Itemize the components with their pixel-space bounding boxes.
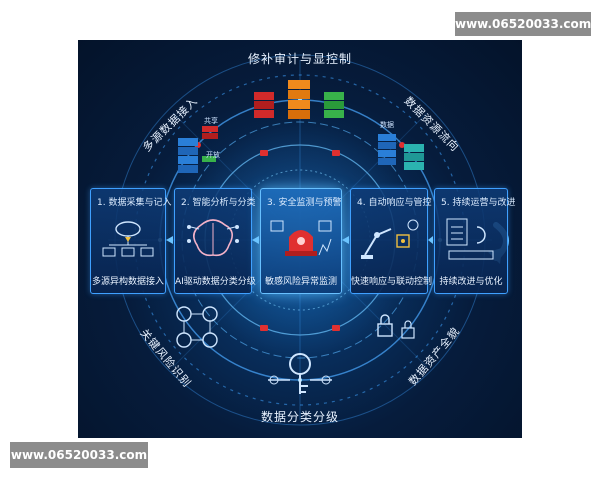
cloud-network-icon [102,221,154,257]
watermark-bottom: www.06520033.com [10,442,148,468]
step-5-continuous-operation[interactable]: 5. 持续运营与改进 持续改进与优化 [434,188,516,294]
step-2-caption: AI驱动数据分类分级 [175,277,256,287]
step-4-caption: 快速响应与联动控制 [351,277,433,287]
cube-blue-icon [178,138,198,173]
step-1-title: 1. 数据采集与记入 [97,198,172,208]
key-classification-icon [268,353,332,394]
step-2-title: 2. 智能分析与分类 [181,198,256,208]
brain-ai-icon [187,219,239,257]
step-4-title: 4. 自动响应与管控 [357,198,432,208]
diagram-title-bottom: 数据分类分级 [260,410,339,424]
report-refresh-icon [446,218,494,260]
step-1-caption: 多源异构数据接入 [91,277,164,287]
cube-label-share: 共享 [204,117,218,125]
diagram-panel: 修补审计与显控制 共享 开放 数据 多源数据接入 数据资源流向 关键风险识别 数… [78,40,522,438]
cube-label-data: 数据 [380,121,394,129]
robot-arm-icon [361,219,419,259]
cube-stacks-right [378,134,424,170]
watermark-top: www.06520033.com [455,12,591,36]
cube-stacks-top [254,80,344,119]
step-4-auto-response[interactable]: 4. 自动响应与管控 快速响应与联动控制 [350,188,433,294]
step-5-caption: 持续改进与优化 [439,277,503,287]
cube-orange-icon [288,80,310,119]
cube-teal-icon [404,144,424,170]
step-1-data-collection[interactable]: 1. 数据采集与记入 多源异构数据接入 [90,188,172,294]
step-3-title: 3. 安全监测与预警 [267,198,342,208]
cube-stacks-left [178,126,218,173]
cube-green-icon [324,92,344,118]
step-5-title: 5. 持续运营与改进 [441,198,516,208]
step-3-security-monitoring[interactable]: 3. 安全监测与预警 敏感风险异常监测 [260,188,342,294]
alarm-siren-icon [270,220,332,256]
cube-label-open: 开放 [206,151,220,159]
step-3-caption: 敏感风险异常监测 [264,277,337,287]
step-2-smart-analysis[interactable]: 2. 智能分析与分类 AI驱动数据分类分级 [174,188,256,294]
risk-network-icons [176,306,218,348]
cube-blue-right-icon [378,134,396,165]
asset-lock-icons [377,314,415,339]
cube-red-small-icon [202,126,218,139]
cube-red-icon [254,92,274,118]
cube-green-small-icon [202,156,216,162]
diagram-title-top: 修补审计与显控制 [247,52,352,66]
